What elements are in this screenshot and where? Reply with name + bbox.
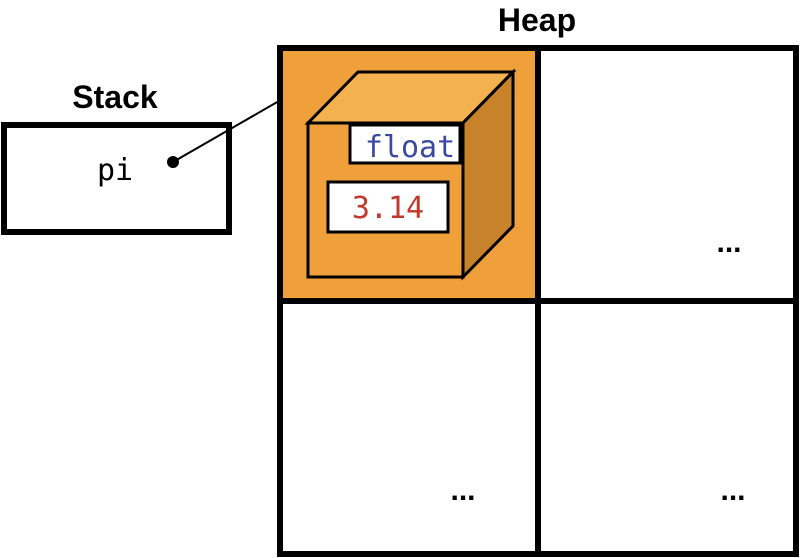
object-value-box — [326, 180, 450, 234]
object-type-label: float — [365, 130, 455, 165]
heap-cell-ellipsis-bottom-left: ... — [450, 474, 475, 507]
stack-frame — [1, 122, 232, 235]
stack-variable: pi — [97, 153, 133, 188]
heap-title: Heap — [498, 2, 576, 38]
heap-cell-ellipsis-top-right: ... — [716, 226, 741, 259]
object-value: 3.14 — [352, 191, 424, 226]
heap-object: float 3.14 — [304, 68, 517, 281]
stack-title: Stack — [72, 79, 158, 115]
object-type-label-box — [348, 123, 462, 165]
heap-cell-ellipsis-bottom-right: ... — [720, 474, 745, 507]
